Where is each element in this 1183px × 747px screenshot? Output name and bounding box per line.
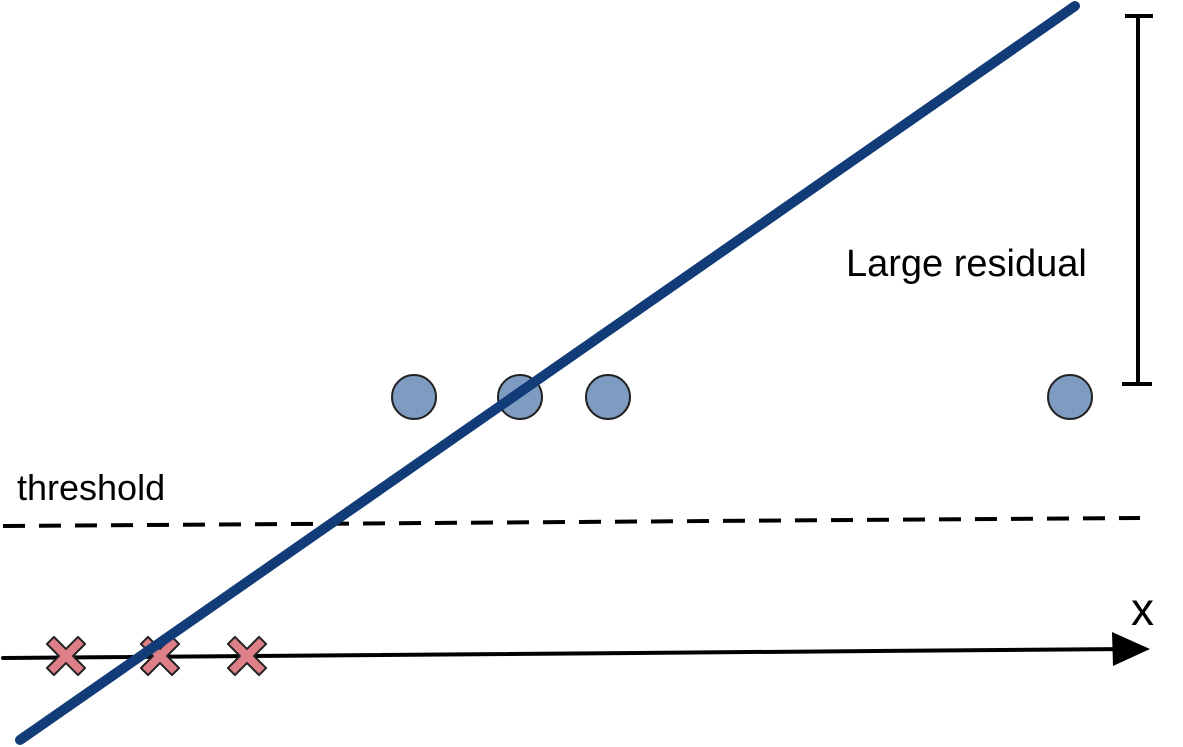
cross-icon — [226, 635, 268, 677]
positive-points — [391, 374, 1093, 420]
large-residual-label: Large residual — [846, 243, 1087, 285]
fit-line — [15, 1, 1080, 745]
x-axis — [1, 647, 1132, 660]
circle-icon — [1047, 374, 1093, 420]
cross-icon — [45, 635, 87, 677]
x-axis-arrowhead-icon — [1112, 632, 1150, 666]
threshold-line — [2, 516, 1141, 528]
x-axis-label: x — [1131, 583, 1154, 635]
circle-icon — [585, 374, 631, 420]
circle-icon — [391, 374, 437, 420]
threshold-label: threshold — [17, 467, 166, 508]
negative-points — [45, 635, 268, 677]
residual-bracket — [1122, 14, 1153, 386]
